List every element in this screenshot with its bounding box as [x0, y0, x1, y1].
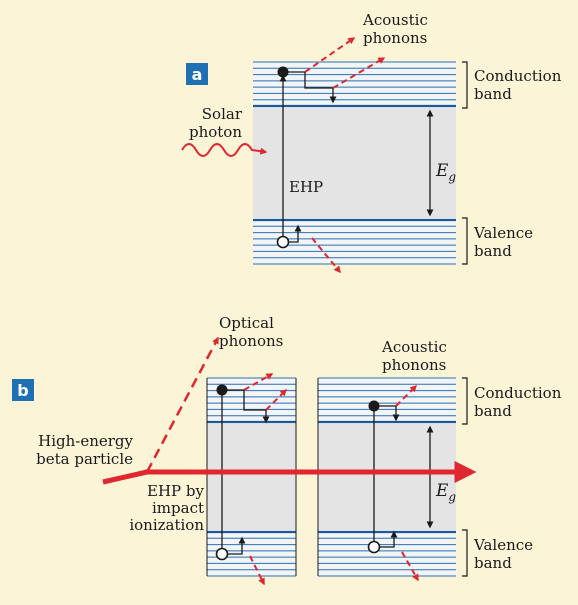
panel-b-optical-phonon-arrow: [145, 336, 220, 473]
panel-b-left-hole: [215, 547, 229, 561]
panel-b-right-band-gap-region: [318, 424, 456, 530]
panel-b-right-valence-band-lines: [318, 530, 456, 577]
panel-b-band-gap-label: Eg: [435, 481, 456, 504]
panel-b-left-hole-relaxation-path: [222, 536, 246, 555]
panel-b-valence-band-bracket: [462, 529, 468, 577]
panel-b-right-hole: [367, 540, 381, 554]
panel-b-label-box: [12, 379, 34, 401]
panel-b-right-acoustic-phonon-arrow: [395, 385, 417, 407]
panel-a-band-gap-label: Eg: [435, 161, 456, 184]
panel-a-hole: [276, 235, 290, 249]
panel-b-right-hole-relaxation-path: [374, 530, 398, 548]
panel-b-left-electron-relaxation-path: [222, 389, 270, 424]
panel-b-left-phonon-arrow-1: [243, 373, 274, 391]
panel-a-label: a: [192, 65, 203, 84]
panel-a-label-box: [186, 63, 208, 85]
panel-a-conduction-band-bracket: [462, 61, 468, 109]
panel-a-valence-phonon-arrow: [311, 237, 341, 274]
panel-b-left-band-gap-region: [207, 424, 296, 530]
panel-b: b Eg: [12, 314, 562, 586]
panel-b-beta-incoming-track: [102, 469, 148, 485]
panel-a-solar-photon-wave: [181, 143, 268, 157]
panel-b-left-valence-phonon-arrow: [249, 555, 265, 586]
panel-b-left-phonon-arrow-2: [265, 389, 287, 411]
panel-b-left-electron: [216, 384, 228, 396]
panel-a-ehp-label: EHP: [289, 178, 323, 196]
panel-a-electron-relaxation-path: [283, 71, 337, 104]
panel-b-right-electron: [368, 400, 380, 412]
panel-b-right-valence-phonon-arrow: [401, 551, 419, 582]
panel-b-right-valence-band-region: [318, 530, 456, 576]
panel-a-electron: [277, 66, 289, 78]
panel-a-valence-band-bracket: [462, 217, 468, 265]
panel-b-right-conduction-band-lines: [318, 377, 456, 424]
panel-b-conduction-band-bracket: [462, 377, 468, 425]
panel-a-band-gap-region: [253, 108, 456, 218]
panel-b-right-conduction-band-region: [318, 378, 456, 424]
panel-b-label: b: [17, 381, 28, 400]
